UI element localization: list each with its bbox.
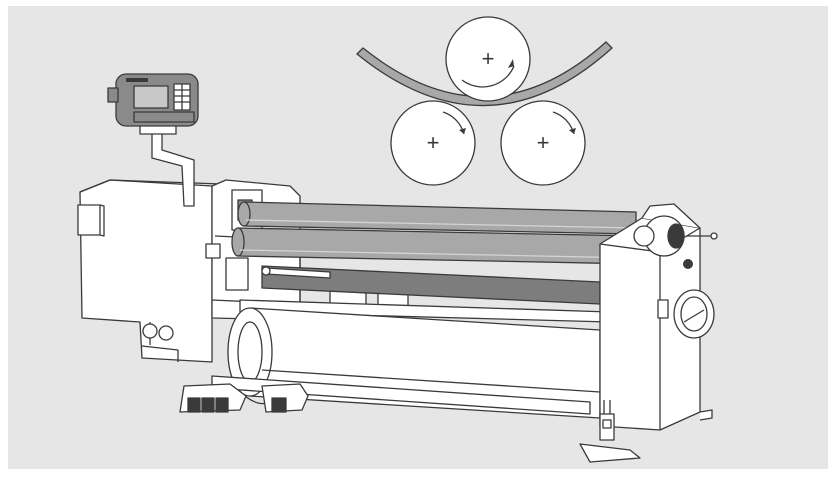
right-roll-center-label: + (537, 130, 550, 155)
housing-bolt-right (158, 325, 174, 341)
foot-pedals[interactable] (179, 383, 309, 413)
upper-roll-center-label: + (482, 46, 495, 71)
inset-roll-labels: + + + (427, 46, 550, 155)
inset-lower-right-roll (500, 100, 586, 186)
hand-wheel[interactable] (673, 289, 715, 339)
inset-upper-roll (445, 16, 531, 102)
housing-bolt-left (142, 323, 158, 339)
left-roll-center-label: + (427, 130, 440, 155)
tie-bar (211, 375, 591, 415)
controller-keypad[interactable] (173, 83, 191, 111)
controller-display (133, 85, 169, 109)
numeric-controller[interactable] (107, 73, 199, 127)
bent-plate (356, 41, 613, 107)
drop-end-release[interactable] (633, 215, 718, 257)
end-frame-indicator (683, 259, 693, 269)
end-frame (599, 203, 713, 431)
drive-housing (77, 179, 223, 363)
bending-principle-inset (356, 16, 613, 186)
frame-foot (579, 443, 641, 463)
inset-lower-left-roll (390, 100, 476, 186)
upper-roll-rotation-arrow (461, 65, 515, 88)
pendant-control-box[interactable] (599, 400, 615, 441)
